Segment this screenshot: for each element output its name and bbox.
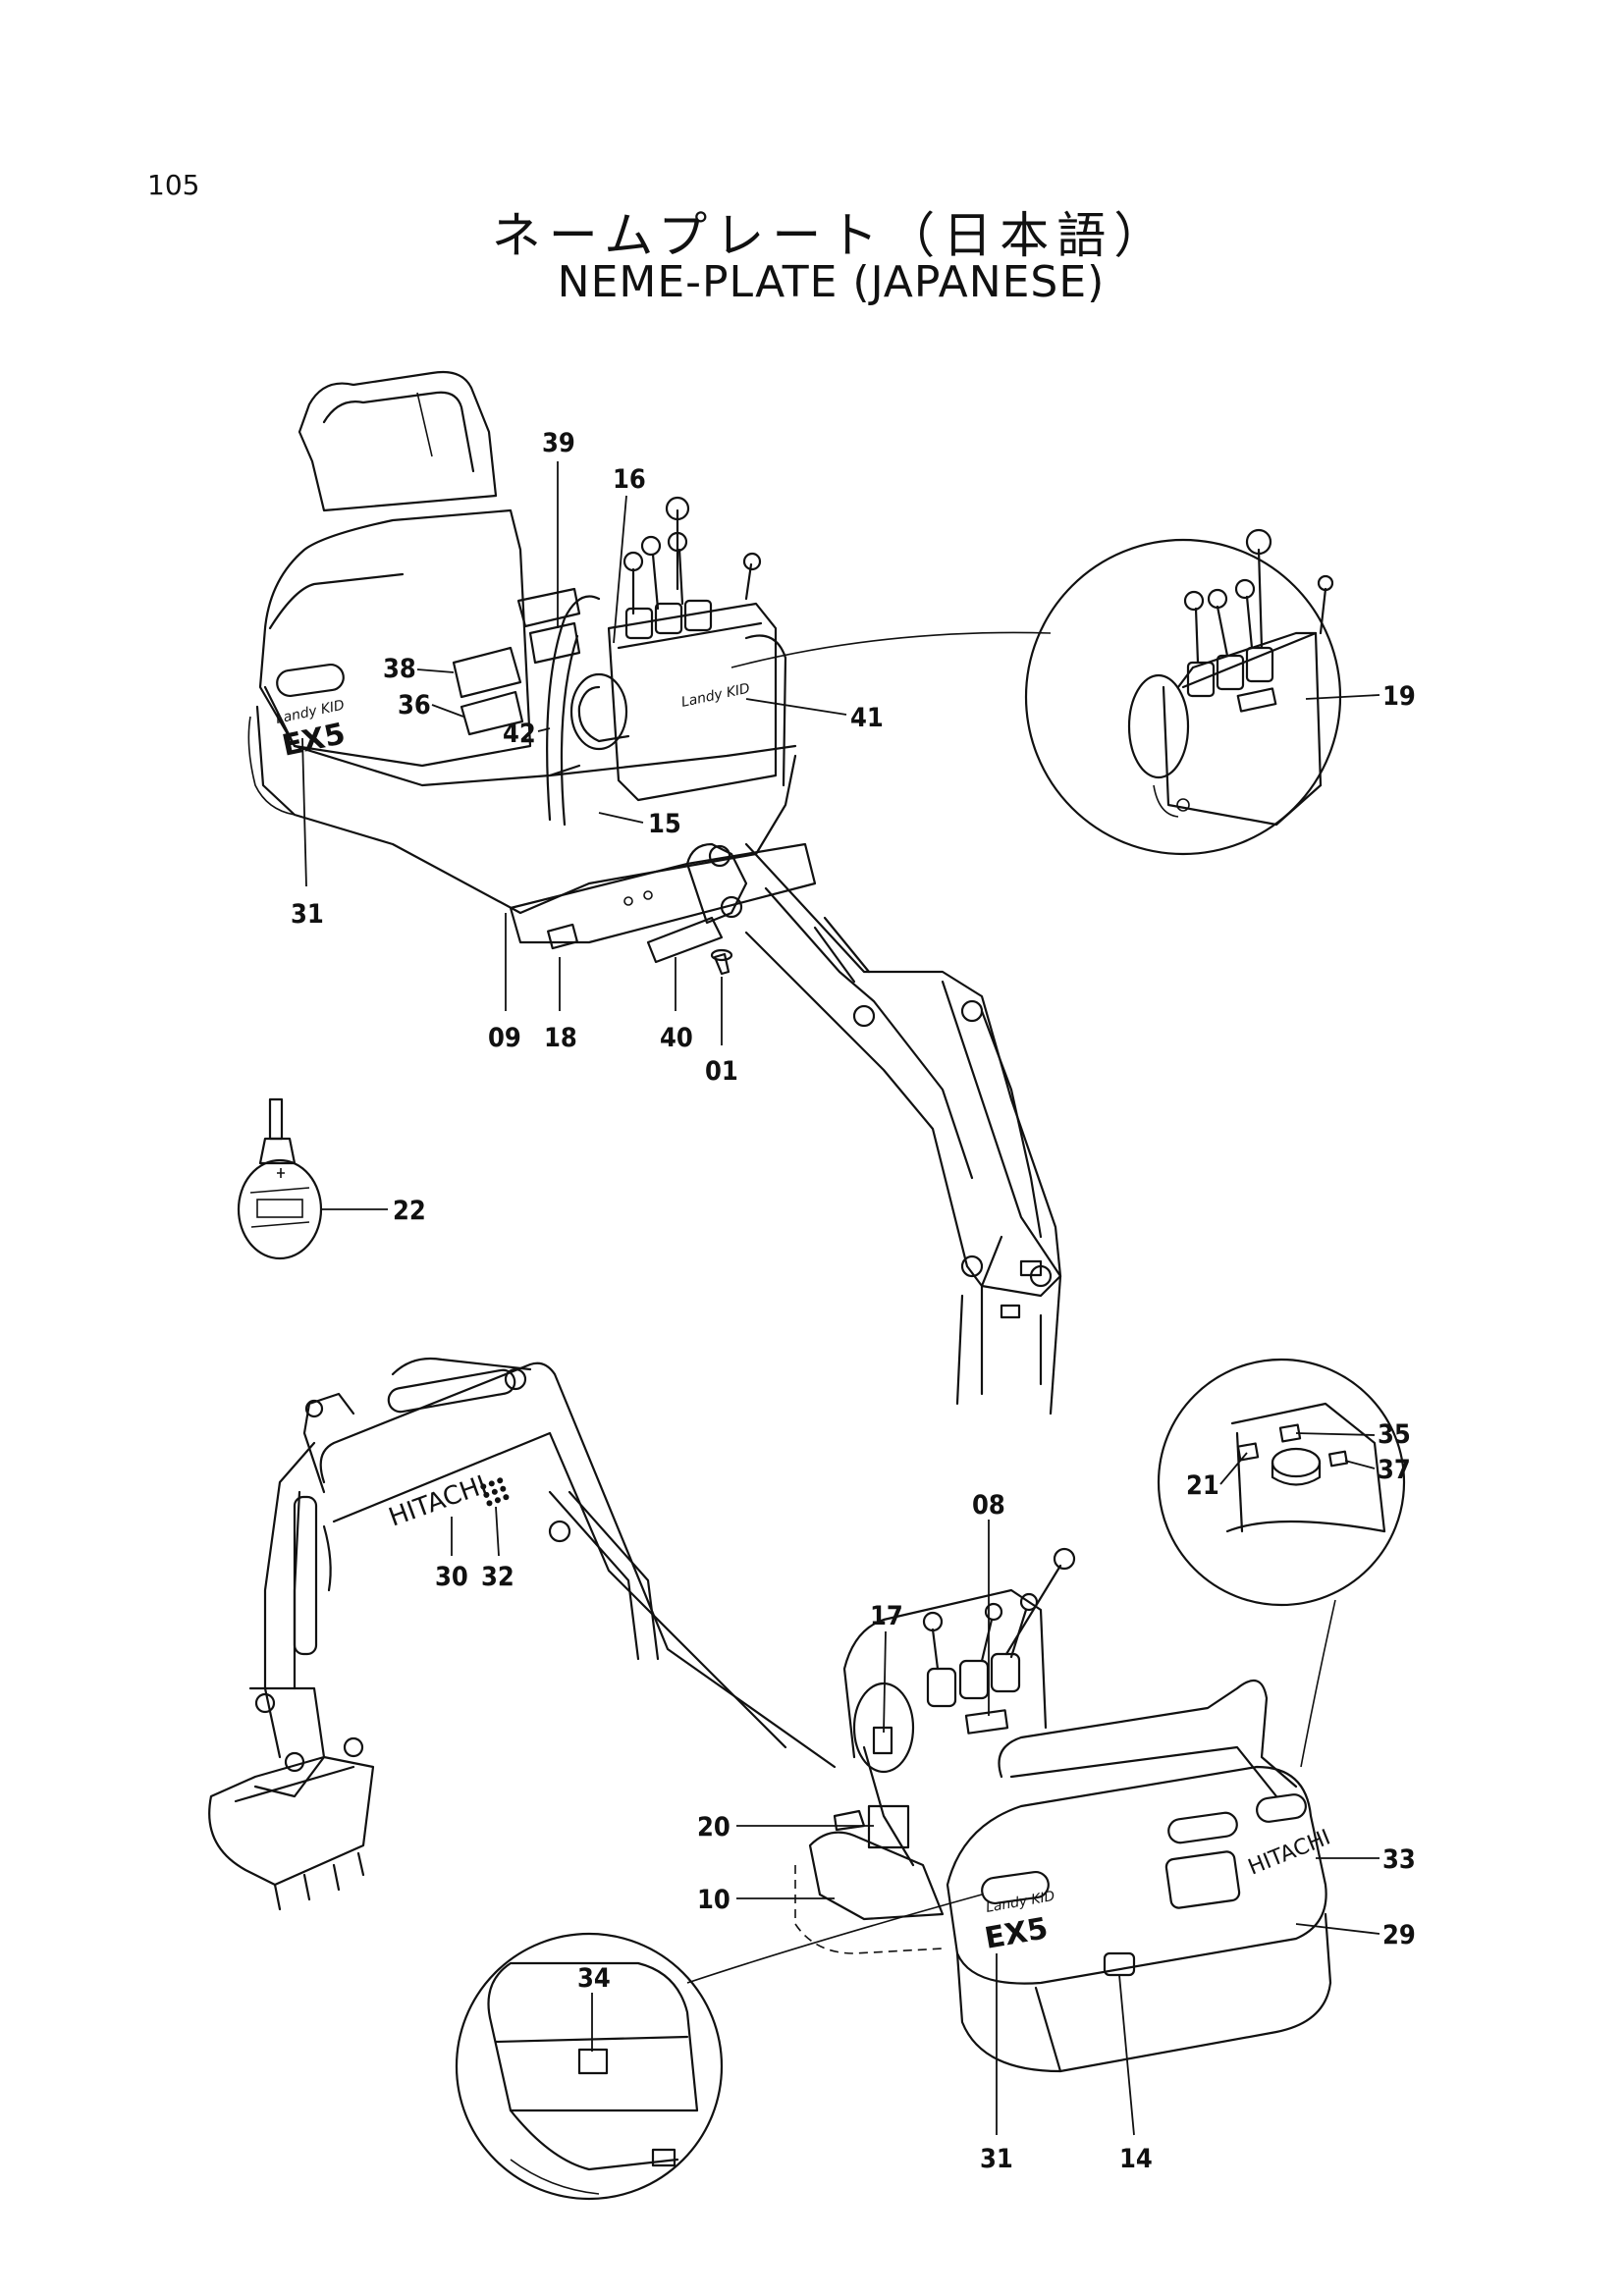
callout-leaders (301, 461, 1380, 2136)
callout-22: 22 (393, 1196, 426, 1226)
detail-circle-34 (455, 1894, 983, 2201)
detail-circle-35-21-37 (1157, 1358, 1406, 1768)
callout-09: 09 (488, 1023, 521, 1053)
callout-35: 35 (1378, 1419, 1411, 1450)
callout-38: 38 (383, 654, 416, 684)
callout-39: 39 (542, 428, 575, 458)
cowl-hitachi-label: HITACHI (1245, 1825, 1334, 1880)
callout-40: 40 (660, 1023, 693, 1053)
callout-21: 21 (1186, 1470, 1219, 1501)
detail-circle-19 (730, 528, 1342, 856)
callout-16: 16 (613, 464, 646, 495)
callout-37: 37 (1378, 1455, 1411, 1485)
callout-42: 42 (503, 719, 536, 749)
callout-15: 15 (648, 809, 681, 839)
callout-30: 30 (435, 1562, 468, 1592)
callout-34: 34 (577, 1963, 611, 1994)
callout-20: 20 (697, 1812, 730, 1842)
page-number: 105 (147, 169, 200, 201)
page-title-japanese: ネームプレート（日本語） (491, 207, 1171, 264)
callout-41: 41 (850, 703, 884, 733)
top-machine-drawing (247, 370, 1062, 1415)
callout-19: 19 (1382, 681, 1416, 712)
callout-36: 36 (398, 690, 431, 721)
cowl-landy-kid-label: Landy KID (985, 1889, 1056, 1916)
callout-17: 17 (870, 1601, 903, 1631)
callout-01: 01 (705, 1056, 738, 1087)
page-title-english: NEME-PLATE (JAPANESE) (557, 257, 1106, 307)
callout-18: 18 (544, 1023, 577, 1053)
callout-31-top: 31 (291, 899, 324, 930)
callout-numbers: 39 16 38 36 42 41 15 31 09 18 40 01 19 2… (291, 428, 1416, 2174)
callout-14: 14 (1119, 2144, 1153, 2174)
callout-33: 33 (1382, 1844, 1416, 1875)
cowl-exs-label: EX5 (982, 1911, 1051, 1956)
key-tag-22 (237, 1097, 323, 1260)
callout-32: 32 (481, 1562, 514, 1592)
bottom-machine-drawing: HITACHI EX5 Landy KID (208, 1357, 1334, 2073)
tower-landy-kid-label: Landy KID (680, 680, 752, 710)
callout-31-bottom: 31 (980, 2144, 1013, 2174)
callout-29: 29 (1382, 1920, 1416, 1950)
callout-08: 08 (972, 1490, 1005, 1521)
callout-10: 10 (697, 1885, 730, 1915)
